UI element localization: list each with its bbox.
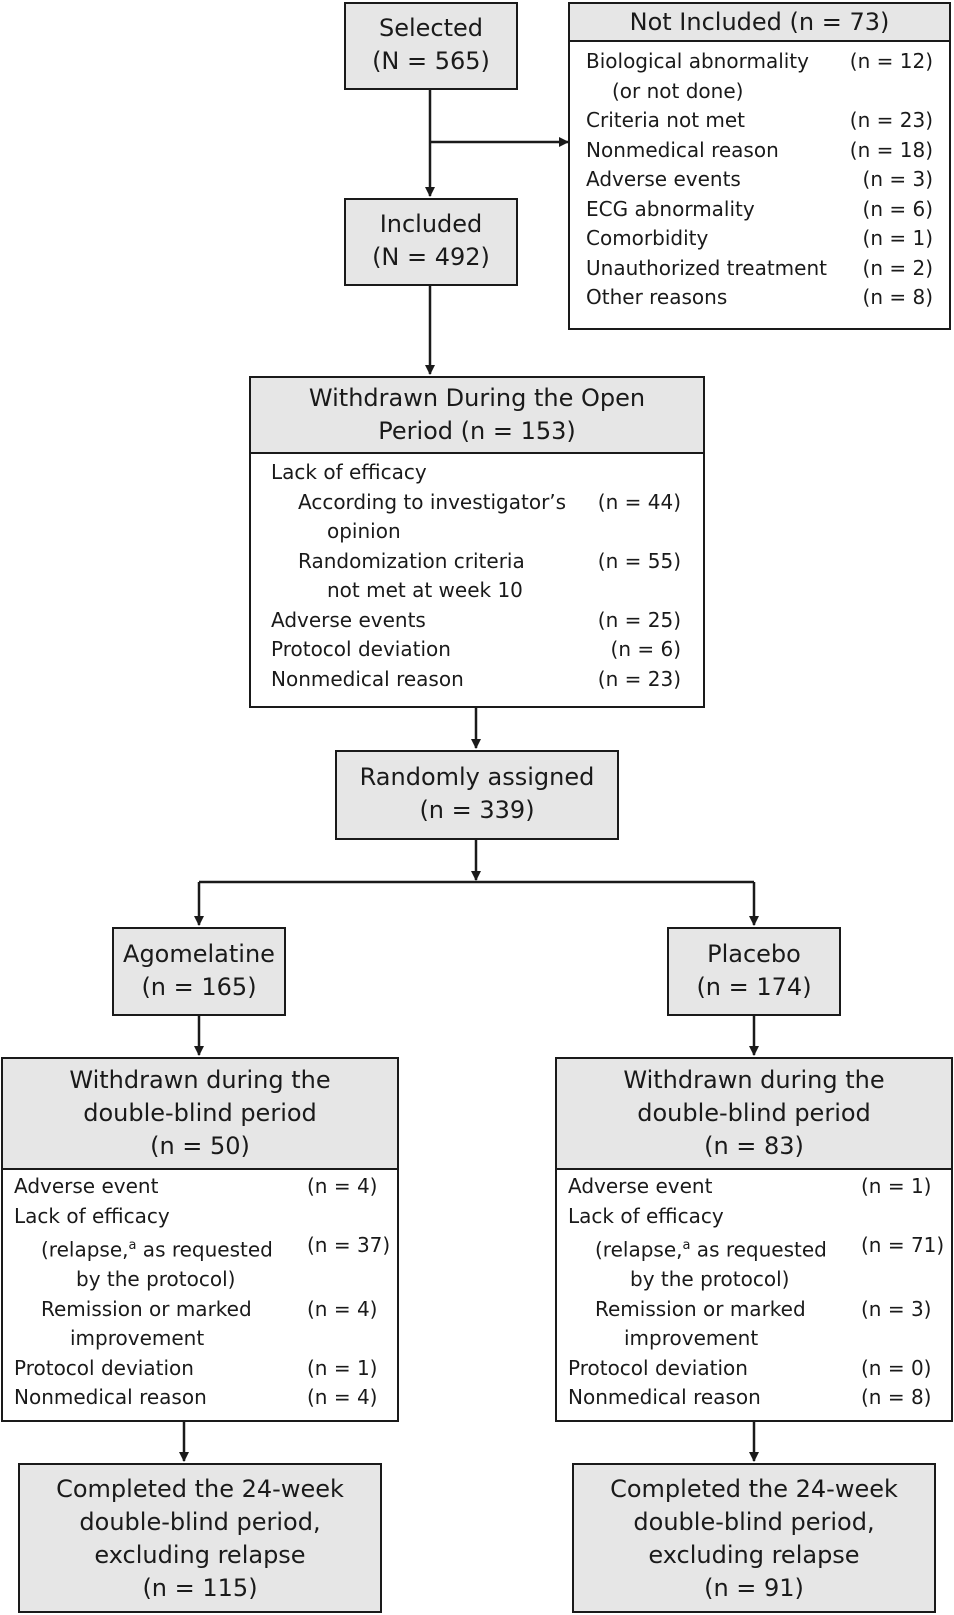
withdrawn-placebo-header: Withdrawn during the double-blind period… [557,1059,951,1170]
list-item: Nonmedical reason (n = 23) [271,666,681,691]
selected-label: Selected [378,14,484,42]
list-item: Nonmedical reason (n = 18) [586,137,933,162]
placebo-label: Placebo [707,940,801,968]
completed-placebo-box: Completed the 24-week double-blind perio… [572,1463,936,1613]
withdrawn-placebo-title-line2: double-blind period [637,1099,871,1127]
completed-placebo-line3: excluding relapse [648,1541,860,1569]
withdrawn-open-header: Withdrawn During the Open Period (n = 15… [251,378,703,454]
selected-count: (N = 565) [372,47,490,75]
list-item: Remission or marked (n = 4) [41,1296,378,1321]
list-item: Lack of efficacy [568,1203,724,1228]
withdrawn-placebo-box: Withdrawn during the double-blind period… [555,1057,953,1422]
included-box: Included (N = 492) [344,198,518,286]
list-item: opinion [327,519,401,543]
list-item: Nonmedical reason (n = 4) [14,1385,378,1410]
included-label: Included [379,210,483,238]
agomelatine-box: Agomelatine (n = 165) [112,927,286,1016]
completed-agomelatine-line2: double-blind period, [79,1508,321,1536]
list-item: Lack of efficacy [271,460,427,484]
withdrawn-placebo-title-line3: (n = 83) [704,1132,804,1160]
list-item: improvement [624,1326,759,1351]
completed-agomelatine-line3: excluding relapse [94,1541,306,1569]
completed-agomelatine-line1: Completed the 24-week [56,1475,344,1503]
list-item: Protocol deviation (n = 6) [271,637,681,661]
list-item: Randomization criteria (n = 55) [298,548,681,573]
completed-placebo-line1: Completed the 24-week [610,1475,898,1503]
withdrawn-agomelatine-title-line2: double-blind period [83,1099,317,1127]
list-item: Unauthorized treatment (n = 2) [586,255,933,280]
list-item: (or not done) [612,78,744,103]
list-item: by the protocol) [630,1267,790,1292]
list-item: Nonmedical reason (n = 8) [568,1385,932,1410]
list-item: Adverse event (n = 4) [14,1174,378,1198]
list-item: Protocol deviation (n = 0) [568,1355,932,1380]
withdrawn-agomelatine-list: Adverse event (n = 4) Lack of efficacy (… [3,1170,397,1413]
placebo-box: Placebo (n = 174) [667,927,841,1016]
list-item: Comorbidity (n = 1) [586,226,933,250]
list-item: According to investigator’s (n = 44) [298,489,681,514]
randomized-label: Randomly assigned [359,763,595,791]
withdrawn-agomelatine-title-line3: (n = 50) [150,1132,250,1160]
randomized-count: (n = 339) [419,796,535,824]
completed-agomelatine-box: Completed the 24-week double-blind perio… [18,1463,382,1613]
completed-agomelatine-count: (n = 115) [142,1574,258,1602]
list-item: Adverse events (n = 25) [271,607,681,632]
list-item: (relapse,a as requested (n = 37) [41,1233,391,1262]
list-item: improvement [70,1326,205,1351]
list-item: Other reasons (n = 8) [586,285,933,309]
withdrawn-agomelatine-title-line1: Withdrawn during the [69,1066,331,1094]
not-included-box: Not Included (n = 73) Biological abnorma… [568,2,951,330]
list-item: Lack of efficacy [14,1203,170,1228]
list-item: Criteria not met (n = 23) [586,108,933,132]
not-included-title: Not Included (n = 73) [629,8,890,36]
list-item: Protocol deviation (n = 1) [14,1355,378,1380]
withdrawn-agomelatine-box: Withdrawn during the double-blind period… [1,1057,399,1422]
withdrawn-open-list: Lack of efficacy According to investigat… [251,454,703,694]
completed-placebo-count: (n = 91) [704,1574,804,1602]
list-item: ECG abnormality (n = 6) [586,196,933,221]
selected-box: Selected (N = 565) [344,2,518,90]
withdrawn-placebo-title-line1: Withdrawn during the [623,1066,885,1094]
withdrawn-placebo-list: Adverse event (n = 1) Lack of efficacy (… [557,1170,951,1413]
list-item: Adverse events (n = 3) [586,167,933,191]
withdrawn-open-title-line1: Withdrawn During the Open [308,384,646,412]
withdrawn-agomelatine-header: Withdrawn during the double-blind period… [3,1059,397,1170]
randomized-box: Randomly assigned (n = 339) [335,750,619,840]
not-included-list: Biological abnormality (n = 12) (or not … [570,42,949,313]
agomelatine-count: (n = 165) [141,973,257,1001]
list-item: by the protocol) [76,1267,236,1292]
list-item: (relapse,a as requested (n = 71) [595,1233,945,1262]
agomelatine-label: Agomelatine [123,940,275,968]
list-item: Remission or marked (n = 3) [595,1296,932,1321]
not-included-header: Not Included (n = 73) [570,4,949,42]
list-item: not met at week 10 [327,578,523,602]
list-item: Biological abnormality (n = 12) [586,49,933,73]
included-count: (N = 492) [372,243,490,271]
withdrawn-open-box: Withdrawn During the Open Period (n = 15… [249,376,705,708]
placebo-count: (n = 174) [696,973,812,1001]
list-item: Adverse event (n = 1) [568,1174,932,1198]
completed-placebo-line2: double-blind period, [633,1508,875,1536]
withdrawn-open-title-line2: Period (n = 153) [378,417,576,445]
